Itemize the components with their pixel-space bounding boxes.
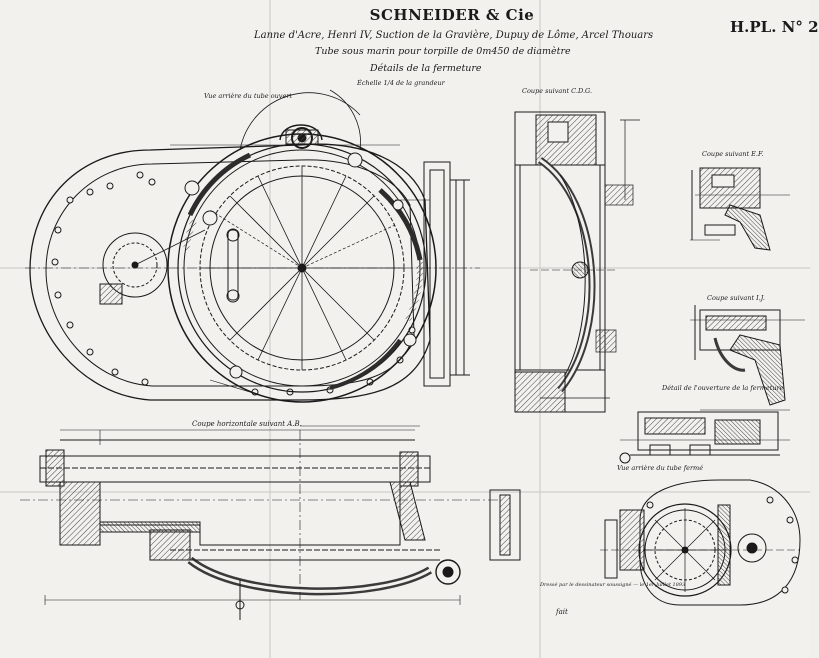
- signature-note: Dressé par le dessinateur soussigné — le…: [540, 582, 686, 588]
- label-detail: Détail de l'ouverture de la fermeture: [662, 384, 784, 392]
- small-closed-view: [600, 479, 801, 606]
- scale-note: Échelle 1/4 de la grandeur: [357, 79, 445, 87]
- label-closed-view: Vue arrière du tube fermé: [617, 464, 704, 472]
- initials: fait: [556, 608, 568, 616]
- drawing-detail-title: Détails de la fermeture: [370, 63, 482, 74]
- horizontal-section-ab: [20, 425, 521, 620]
- ships-list: Lanne d'Acre, Henri IV, Suction de la Gr…: [254, 30, 654, 41]
- plate-number: H.PL. N° 2: [730, 18, 819, 36]
- label-front-view: Vue arrière du tube ouvert: [204, 92, 293, 100]
- label-section-cdg: Coupe suivant C.D.G.: [522, 87, 593, 95]
- company-title: SCHNEIDER & Cie: [369, 6, 535, 24]
- section-ef: [690, 167, 790, 251]
- section-ij: [690, 305, 805, 411]
- drawing-subject: Tube sous marin pour torpille de 0m450 d…: [315, 46, 571, 57]
- label-section-ef: Coupe suivant E.F.: [702, 150, 764, 158]
- main-front-view: [25, 89, 480, 403]
- label-horizontal-section: Coupe horizontale suivant A.B.: [192, 420, 302, 428]
- detail-mechanism: [619, 411, 790, 464]
- section-cdg: [514, 111, 640, 413]
- label-section-ij: Coupe suivant I.J.: [707, 294, 765, 302]
